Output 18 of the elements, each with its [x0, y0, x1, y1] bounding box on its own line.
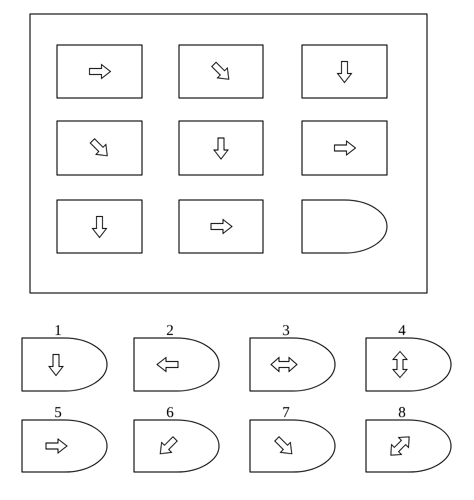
option-number: 6 [166, 407, 174, 418]
matrix-cell [178, 200, 264, 254]
option-number: 5 [55, 407, 62, 418]
option-number: 2 [166, 325, 173, 335]
option-number: 7 [283, 407, 290, 417]
matrix-cell [56, 120, 142, 176]
option-number: 3 [282, 325, 290, 336]
empty-cell [302, 200, 388, 254]
matrix-cell [56, 44, 142, 98]
matrix-cell [178, 44, 264, 98]
matrix-cell [56, 200, 142, 254]
puzzle-frame [30, 14, 428, 294]
option-number: 1 [56, 325, 61, 335]
option-number: 8 [398, 407, 406, 418]
matrix-cell [178, 120, 264, 176]
option-number: 4 [398, 325, 406, 335]
matrix-cell [302, 44, 388, 98]
matrix-cell [302, 120, 388, 176]
